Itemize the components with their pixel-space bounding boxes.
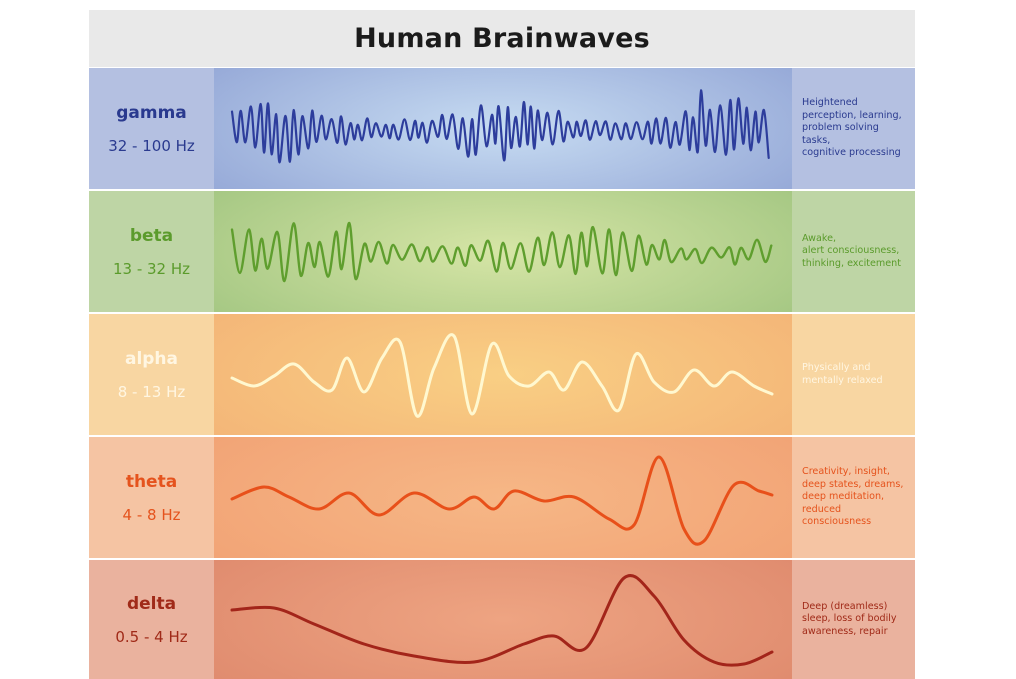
wave-line <box>230 574 774 667</box>
wave-svg <box>230 574 774 667</box>
band-frequency: 32 - 100 Hz <box>108 136 195 155</box>
wave-panel <box>214 560 792 679</box>
description-cell: Creativity, insight, deep states, dreams… <box>792 437 915 558</box>
wave-panel <box>214 437 792 558</box>
band-label-cell: beta 13 - 32 Hz <box>89 191 214 312</box>
description-cell: Heightened perception, learning, problem… <box>792 68 915 189</box>
wave-svg <box>230 221 773 283</box>
band-name: alpha <box>124 348 179 369</box>
title-bar: Human Brainwaves <box>89 10 915 67</box>
wave-line <box>230 333 774 418</box>
band-row-delta: delta 0.5 - 4 Hz Deep (dreamless) sleep,… <box>89 559 915 679</box>
wave-line <box>230 89 770 164</box>
wave-svg <box>230 333 774 418</box>
wave-panel <box>214 68 792 189</box>
chart-title: Human Brainwaves <box>354 23 650 54</box>
wave-svg <box>230 455 774 546</box>
brainwaves-chart: Human Brainwaves gamma 32 - 100 Hz Heigh… <box>89 10 915 679</box>
band-frequency: 0.5 - 4 Hz <box>115 627 188 646</box>
band-description: Awake, alert consciousness, thinking, ex… <box>802 232 902 269</box>
band-name: delta <box>126 593 177 614</box>
description-cell: Awake, alert consciousness, thinking, ex… <box>792 191 915 312</box>
band-description: Creativity, insight, deep states, dreams… <box>802 466 904 528</box>
band-row-gamma: gamma 32 - 100 Hz Heightened perception,… <box>89 67 915 189</box>
band-row-alpha: alpha 8 - 13 Hz Physically and mentally … <box>89 313 915 435</box>
wave-panel <box>214 191 792 312</box>
band-description: Heightened perception, learning, problem… <box>802 97 902 159</box>
band-description: Physically and mentally relaxed <box>802 362 883 386</box>
band-row-theta: theta 4 - 8 Hz Creativity, insight, deep… <box>89 436 915 558</box>
wave-line <box>230 221 773 283</box>
wave-line <box>230 455 774 546</box>
band-frequency: 8 - 13 Hz <box>117 382 186 401</box>
description-cell: Physically and mentally relaxed <box>792 314 915 435</box>
description-cell: Deep (dreamless) sleep, loss of bodily a… <box>792 560 915 679</box>
band-row-beta: beta 13 - 32 Hz Awake, alert consciousne… <box>89 190 915 312</box>
band-name: beta <box>129 225 174 246</box>
band-label-cell: gamma 32 - 100 Hz <box>89 68 214 189</box>
band-name: theta <box>125 471 178 492</box>
band-label-cell: alpha 8 - 13 Hz <box>89 314 214 435</box>
wave-svg <box>230 89 770 164</box>
band-description: Deep (dreamless) sleep, loss of bodily a… <box>802 600 897 637</box>
band-frequency: 4 - 8 Hz <box>122 505 181 524</box>
band-name: gamma <box>116 102 187 123</box>
band-frequency: 13 - 32 Hz <box>112 259 191 278</box>
band-label-cell: delta 0.5 - 4 Hz <box>89 560 214 679</box>
band-label-cell: theta 4 - 8 Hz <box>89 437 214 558</box>
wave-panel <box>214 314 792 435</box>
